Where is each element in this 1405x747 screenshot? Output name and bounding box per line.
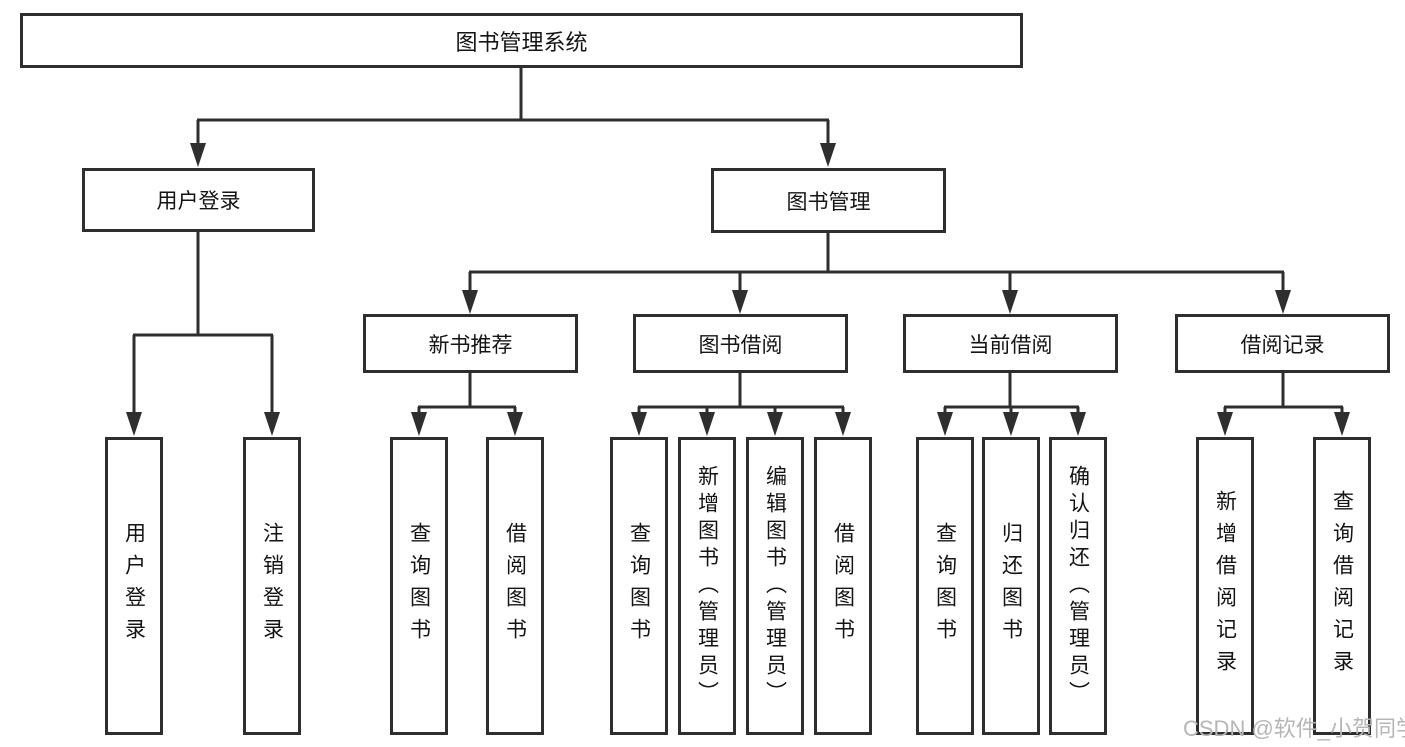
node-current-borrow: 当前借阅	[903, 314, 1118, 373]
leaf-new-book-1-label: 借阅图书	[503, 522, 527, 650]
leaf-book-borrow-0: 查询图书	[610, 437, 668, 735]
leaf-book-borrow-1-label: 新增图书（管理员）	[695, 464, 719, 708]
leaf-borrow-record-0-label: 新增借阅记录	[1213, 490, 1237, 682]
leaf-new-book-1: 借阅图书	[486, 437, 544, 735]
watermark: CSDN @软件_小贺同学	[1183, 716, 1405, 741]
leaf-book-borrow-3-label: 借阅图书	[831, 522, 855, 650]
node-borrow-record-label: 借阅记录	[1240, 333, 1325, 357]
node-borrow-record: 借阅记录	[1175, 314, 1390, 373]
leaf-current-borrow-1: 归还图书	[982, 437, 1040, 735]
node-root-label: 图书管理系统	[455, 29, 588, 55]
leaf-book-borrow-2-label: 编辑图书（管理员）	[763, 464, 787, 708]
leaf-book-borrow-2: 编辑图书（管理员）	[746, 437, 804, 735]
leaf-book-borrow-1: 新增图书（管理员）	[678, 437, 736, 735]
leaf-current-borrow-1-label: 归还图书	[999, 522, 1023, 650]
leaf-borrow-record-1: 查询借阅记录	[1313, 437, 1371, 735]
leaf-user-login-0-label: 用户登录	[122, 522, 146, 650]
leaf-book-borrow-0-label: 查询图书	[627, 522, 651, 650]
node-root: 图书管理系统	[20, 13, 1023, 68]
node-book-borrow-label: 图书借阅	[698, 333, 783, 357]
leaf-user-login-1-label: 注销登录	[260, 522, 284, 650]
leaf-borrow-record-1-label: 查询借阅记录	[1330, 490, 1354, 682]
node-user-login: 用户登录	[82, 168, 315, 232]
node-new-book: 新书推荐	[363, 314, 578, 373]
leaf-new-book-0: 查询图书	[390, 437, 448, 735]
leaf-current-borrow-0: 查询图书	[916, 437, 974, 735]
leaf-current-borrow-2-label: 确认归还（管理员）	[1066, 464, 1090, 708]
node-book-mgmt: 图书管理	[711, 168, 946, 233]
leaf-book-borrow-3: 借阅图书	[814, 437, 872, 735]
leaf-current-borrow-0-label: 查询图书	[933, 522, 957, 650]
node-book-borrow: 图书借阅	[633, 314, 848, 373]
leaf-current-borrow-2: 确认归还（管理员）	[1049, 437, 1107, 735]
node-book-mgmt-label: 图书管理	[786, 190, 871, 214]
leaf-borrow-record-0: 新增借阅记录	[1196, 437, 1254, 735]
leaf-user-login-0: 用户登录	[105, 437, 163, 735]
leaf-new-book-0-label: 查询图书	[407, 522, 431, 650]
connector-paths	[132, 68, 1344, 416]
node-new-book-label: 新书推荐	[428, 333, 513, 357]
leaf-user-login-1: 注销登录	[243, 437, 301, 735]
arrowheads	[126, 143, 1350, 436]
node-user-login-label: 用户登录	[156, 190, 241, 213]
node-current-borrow-label: 当前借阅	[968, 333, 1053, 357]
